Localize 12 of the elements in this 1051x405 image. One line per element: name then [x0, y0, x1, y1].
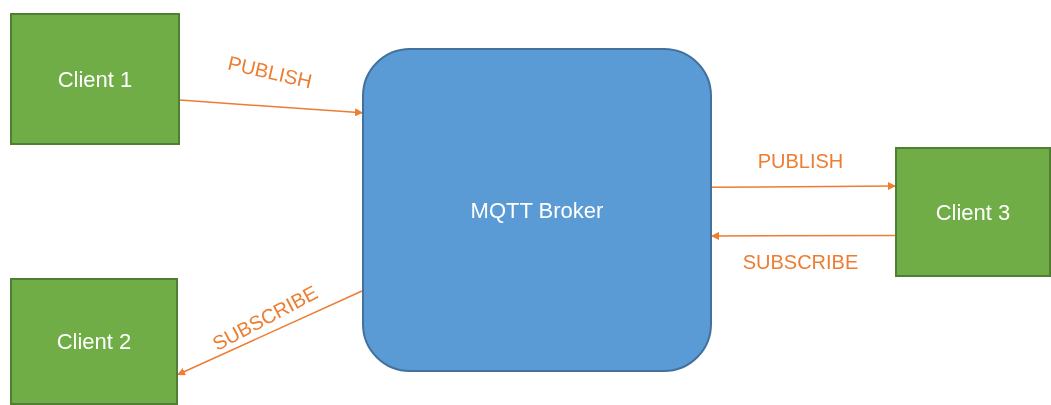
node-label: Client 3 — [935, 198, 1011, 227]
client-box — [895, 147, 1051, 277]
arrow — [711, 231, 896, 240]
client-box — [10, 13, 180, 145]
client-box — [10, 278, 178, 405]
node-label: Client 2 — [56, 328, 132, 356]
broker-box — [362, 48, 712, 372]
node-label: Client 1 — [57, 65, 133, 94]
node-label: MQTT Broker — [470, 196, 604, 225]
arrow — [711, 182, 896, 191]
arrow — [177, 290, 363, 376]
arrow — [179, 99, 363, 117]
